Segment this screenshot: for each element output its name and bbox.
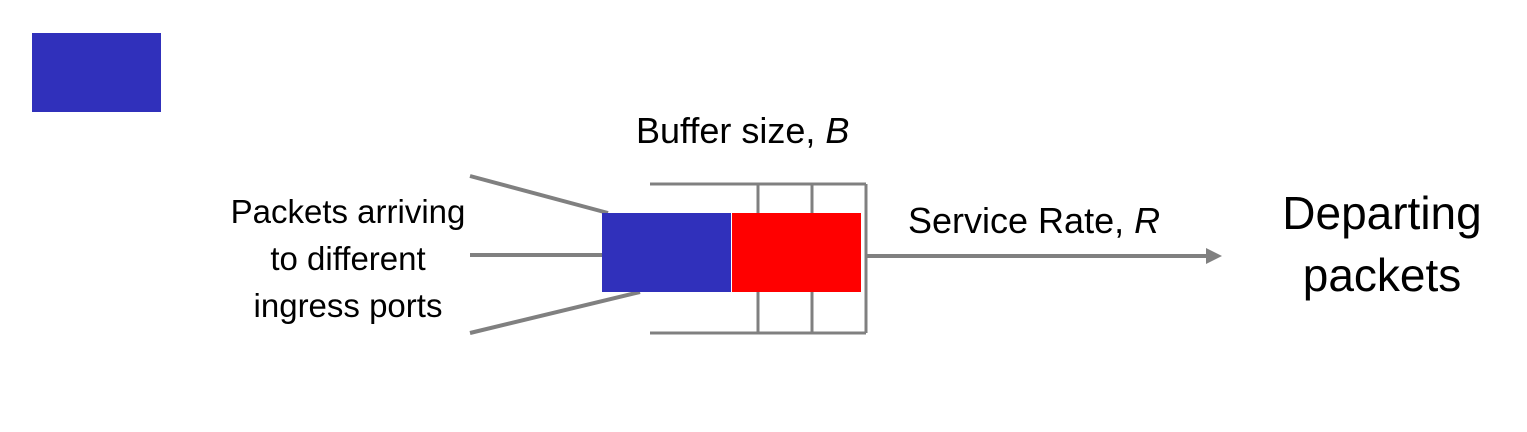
- packet-blue: [602, 213, 731, 292]
- departing-label-line-2: packets: [1302, 249, 1462, 301]
- arrivals-label-line-1: Packets arriving: [230, 193, 466, 230]
- arrivals-label-line-2: to different: [270, 240, 426, 277]
- arrivals-label: Packets arriving to different ingress po…: [222, 188, 474, 329]
- service-rate-variable: R: [1134, 200, 1161, 241]
- legend-swatch: [32, 33, 161, 112]
- service-rate-label-text: Service Rate,: [908, 200, 1135, 241]
- buffer-size-variable: B: [825, 110, 850, 151]
- ingress-line-top: [469, 174, 609, 215]
- service-arrow-head: [1206, 248, 1222, 264]
- ingress-line-bottom: [469, 290, 641, 335]
- departing-label-line-1: Departing: [1282, 187, 1482, 239]
- packet-red: [732, 213, 861, 292]
- departing-label: Departing packets: [1262, 182, 1502, 306]
- buffer-size-label-text: Buffer size,: [636, 110, 826, 151]
- service-rate-label: Service Rate, R: [908, 200, 1160, 241]
- arrivals-label-line-3: ingress ports: [253, 287, 443, 324]
- buffer-size-label: Buffer size, B: [636, 110, 849, 151]
